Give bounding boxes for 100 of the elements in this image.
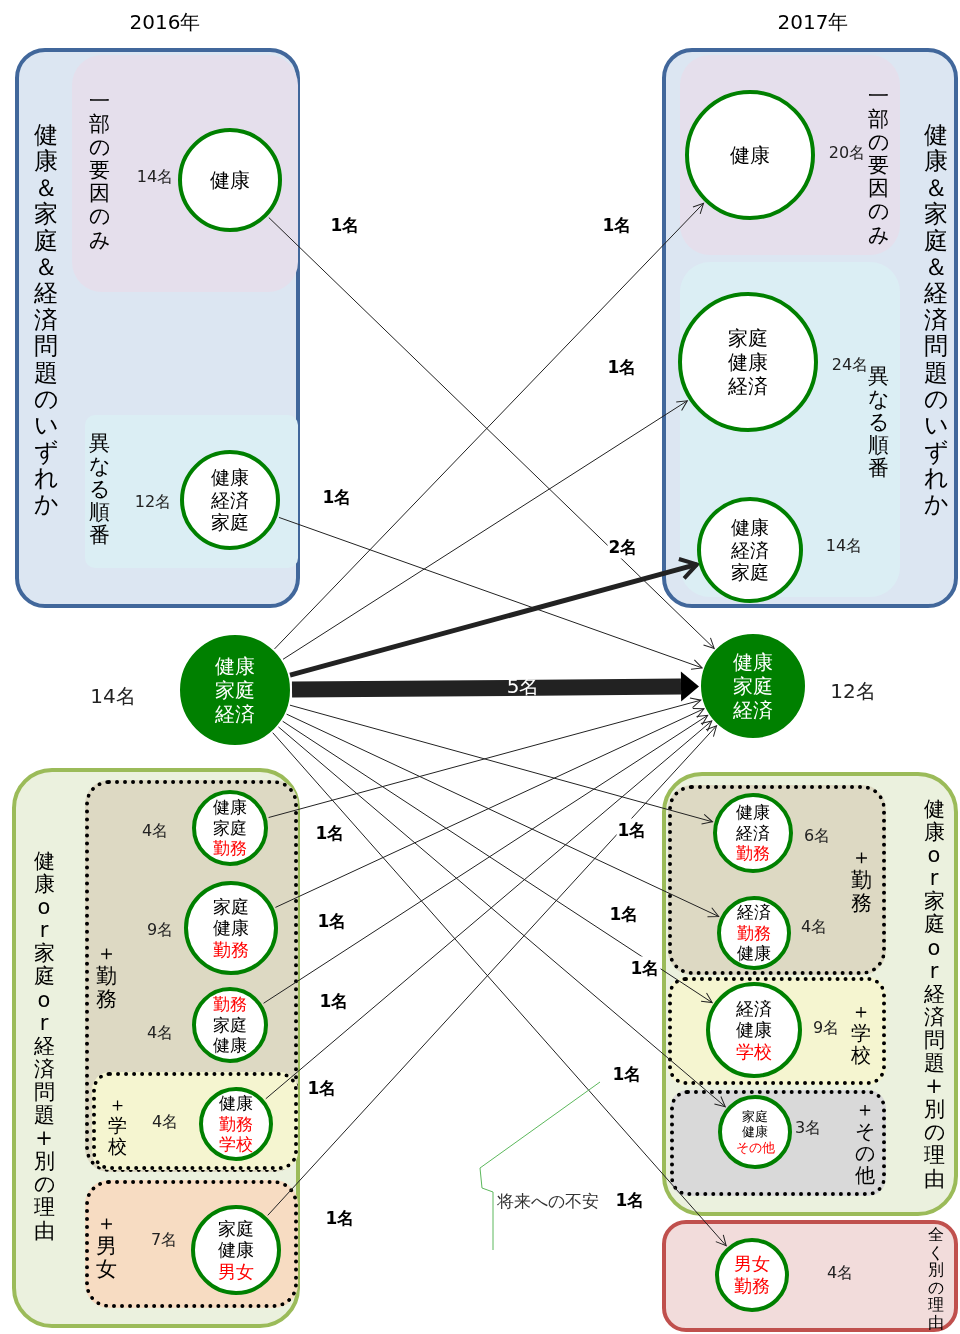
node-label: 経済 bbox=[731, 538, 769, 562]
group-title: 健康or家庭or経済問題+別の理由 bbox=[924, 798, 950, 1191]
group-panel bbox=[15, 48, 300, 608]
count-label: 3名 bbox=[794, 1117, 822, 1139]
node-label: 家庭 bbox=[742, 1108, 768, 1125]
node-label: 経済 bbox=[736, 822, 770, 844]
node-label: 健康 bbox=[213, 797, 247, 818]
group-title: 健康or家庭or経済問題+別の理由 bbox=[34, 850, 60, 1243]
node-label: 男女 bbox=[218, 1260, 254, 1283]
node-label: 家庭 bbox=[218, 1217, 254, 1240]
node-label: 健康 bbox=[737, 943, 771, 964]
group-panel bbox=[12, 768, 300, 1328]
thick-arrow bbox=[291, 671, 699, 702]
count-label: 4名 bbox=[826, 1262, 854, 1284]
node-label: 男女 bbox=[734, 1253, 770, 1275]
group-title: 異なる順番 bbox=[868, 365, 894, 481]
dotted-group-panel bbox=[92, 1072, 298, 1170]
node-label: 経済 bbox=[728, 374, 768, 398]
group-title: 健康＆家庭＆経済問題のいずれか bbox=[924, 122, 953, 518]
node-label: 勤務 bbox=[736, 843, 770, 864]
node-label: 健康 bbox=[742, 1124, 768, 1140]
year-heading: 2016年 bbox=[129, 8, 201, 36]
node-label: 家庭 bbox=[731, 561, 769, 585]
node-label: 家庭 bbox=[211, 511, 249, 535]
node-label: 家庭 bbox=[728, 326, 768, 350]
count-label: 4名 bbox=[800, 916, 828, 938]
group-panel bbox=[662, 1220, 958, 1332]
dotted-group-panel bbox=[668, 785, 886, 975]
group-panel bbox=[85, 415, 298, 568]
group-title: 健康＆家庭＆経済問題のいずれか bbox=[34, 122, 63, 518]
node-label: 勤務 bbox=[219, 1113, 253, 1135]
arrow bbox=[278, 516, 703, 670]
node-label: 勤務 bbox=[734, 1275, 770, 1297]
group-title: 一部の要因のみ bbox=[89, 90, 115, 252]
node-label: 経済 bbox=[733, 698, 773, 722]
node-label: 健康 bbox=[736, 1019, 772, 1041]
year-heading: 2017年 bbox=[777, 8, 849, 36]
count-label: 12名 bbox=[134, 491, 172, 513]
node-label: 勤務 bbox=[737, 922, 771, 944]
node-label: 健康 bbox=[736, 802, 770, 823]
node-label: 健康 bbox=[731, 515, 769, 539]
count-label: 7名 bbox=[150, 1229, 178, 1251]
count-label: 6名 bbox=[803, 825, 831, 847]
group-title: ＋男女 bbox=[96, 1212, 122, 1282]
node-label: 健康 bbox=[211, 465, 249, 489]
count-label: 9名 bbox=[812, 1017, 840, 1039]
count-label: 12名 bbox=[830, 677, 876, 705]
group-title: ＋勤務 bbox=[851, 846, 877, 916]
node-label: 勤務 bbox=[213, 938, 249, 961]
group-panel bbox=[662, 48, 958, 608]
arrow bbox=[268, 697, 702, 818]
group-panel bbox=[72, 55, 298, 292]
count-label: 14名 bbox=[136, 166, 174, 188]
count-label: 4名 bbox=[146, 1022, 174, 1044]
dotted-group-panel bbox=[668, 977, 886, 1085]
group-title: ＋勤務 bbox=[96, 942, 122, 1012]
group-title: 異なる順番 bbox=[89, 432, 115, 548]
node-label: 家庭 bbox=[733, 674, 773, 698]
node-label: 家庭 bbox=[213, 1014, 247, 1036]
arrow bbox=[289, 704, 713, 825]
node-label: 経済 bbox=[215, 702, 255, 726]
node-label: 勤務 bbox=[213, 838, 247, 859]
node-label: 家庭 bbox=[213, 817, 247, 839]
node-label: 勤務 bbox=[213, 994, 247, 1015]
group-panel bbox=[662, 772, 958, 1216]
edge-label: 1名 bbox=[629, 956, 661, 980]
group-title: 全く別の理由 bbox=[928, 1226, 948, 1332]
node-label: その他 bbox=[735, 1139, 775, 1156]
node-label: 健康 bbox=[730, 143, 770, 167]
node-label: 健康 bbox=[728, 350, 768, 374]
dotted-group-panel bbox=[670, 1090, 886, 1196]
node-label: 健康 bbox=[213, 1035, 247, 1056]
node-label: 経済 bbox=[736, 997, 772, 1020]
count-label: 24名 bbox=[831, 354, 869, 374]
group-title: ＋その他 bbox=[855, 1098, 879, 1186]
group-panel bbox=[680, 55, 900, 255]
count-label: 14名 bbox=[825, 535, 863, 557]
node-label: 学校 bbox=[219, 1134, 253, 1155]
group-title: ＋学校 bbox=[108, 1094, 131, 1157]
node-label: 健康 bbox=[210, 168, 250, 192]
leader-line bbox=[479, 1081, 601, 1251]
dotted-group-panel bbox=[85, 1180, 298, 1308]
note-text: 将来への不安 bbox=[493, 1190, 603, 1242]
thick-arrow bbox=[289, 557, 699, 678]
node-label: 経済 bbox=[211, 488, 249, 512]
count-label: 4名 bbox=[141, 820, 169, 842]
node-label: 健康 bbox=[218, 1239, 254, 1261]
count-label: 9名 bbox=[146, 919, 174, 941]
count-label: 4名 bbox=[151, 1111, 179, 1133]
node-label: 家庭 bbox=[213, 895, 249, 918]
node-label: 健康 bbox=[219, 1093, 253, 1114]
node-label: 家庭 bbox=[215, 678, 255, 702]
node-label: 経済 bbox=[737, 902, 771, 923]
edge-label: 5名 bbox=[505, 672, 541, 700]
group-title: ＋学校 bbox=[851, 1000, 875, 1066]
node-label: 学校 bbox=[736, 1040, 772, 1063]
arrow bbox=[282, 400, 688, 660]
count-label: 20名 bbox=[828, 142, 866, 164]
circle-node bbox=[706, 982, 802, 1078]
node-label: 健康 bbox=[215, 654, 255, 678]
